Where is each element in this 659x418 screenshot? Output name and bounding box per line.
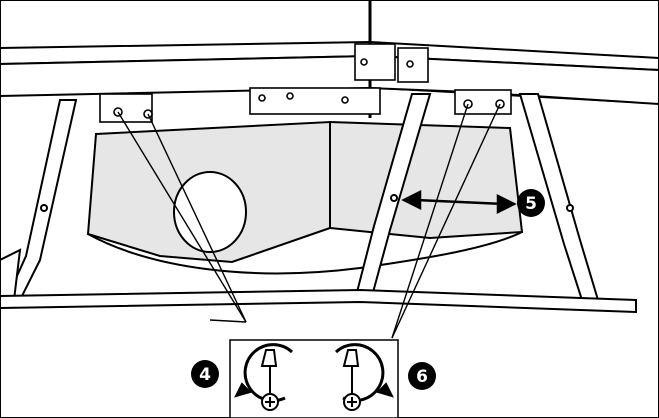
screwdriver-clockwise-icon <box>334 343 394 411</box>
adjust-double-arrow-icon <box>401 189 517 215</box>
cabinet-bottom <box>0 288 637 314</box>
callout-5-label: 5 <box>525 194 537 214</box>
callout-4: 4 <box>191 360 219 388</box>
support-legs <box>0 93 600 301</box>
duct-opening <box>173 171 247 253</box>
leader-lines-4 <box>117 111 247 323</box>
callout-5: 5 <box>517 189 545 217</box>
detail-inset <box>229 339 399 418</box>
callout-6-label: 6 <box>416 367 428 387</box>
callout-4-label: 4 <box>199 365 211 385</box>
mounting-bracket <box>99 43 512 123</box>
callout-6: 6 <box>408 362 436 390</box>
screwdriver-counterclockwise-icon <box>234 343 294 411</box>
leader-lines-6 <box>391 103 501 339</box>
